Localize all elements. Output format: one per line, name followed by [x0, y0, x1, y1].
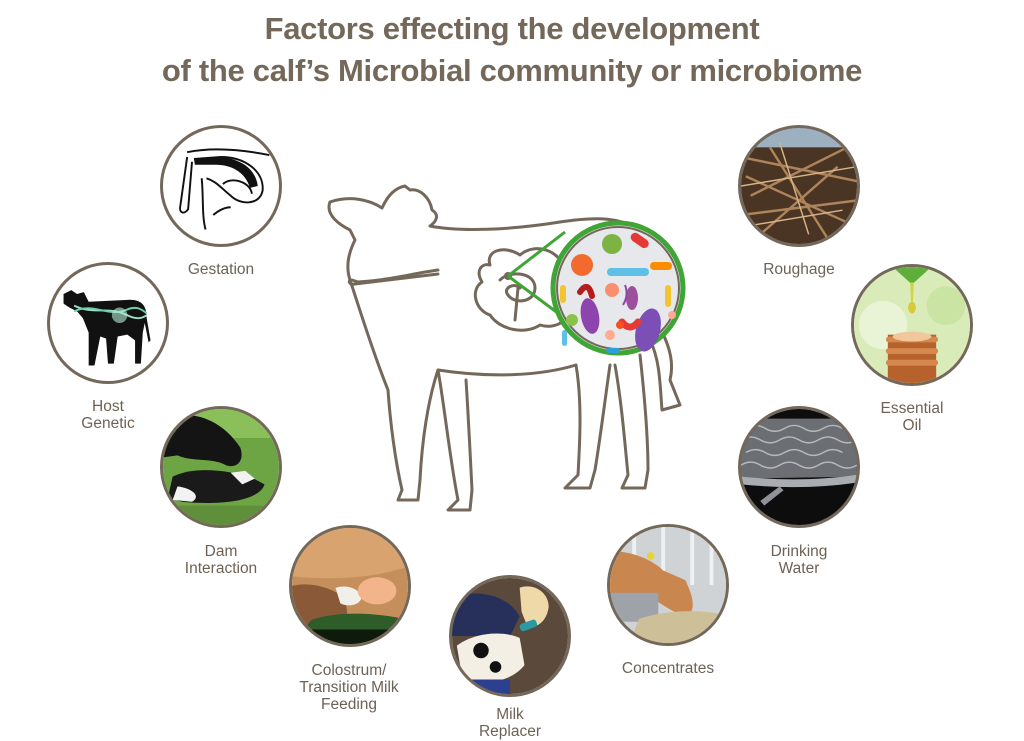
drinking-water-label: Drinking Water — [770, 543, 828, 577]
calf-eating-concentrates-photo-icon — [610, 527, 726, 643]
essential-oil-label: Essential Oil — [880, 400, 944, 434]
cow-and-calf-photo-icon — [163, 409, 279, 525]
dam-interaction-label: Dam Interaction — [184, 543, 258, 577]
milk-replacer-label: Milk Replacer — [478, 706, 542, 740]
dam-interaction-image — [160, 406, 282, 528]
roughage-image — [738, 125, 860, 247]
diagram-title: Factors effecting the development of the… — [0, 8, 1024, 92]
gestation-label: Gestation — [187, 261, 255, 278]
water-trough-photo-icon — [741, 409, 857, 525]
hay-straw-photo-icon — [741, 128, 857, 244]
gestation-uterus-icon — [179, 148, 270, 230]
calf-outline-illustration — [310, 170, 710, 520]
concentrates-label: Concentrates — [621, 660, 715, 677]
colostrum-image — [289, 525, 411, 647]
host-genetic-label: Host Genetic — [81, 398, 135, 432]
roughage-label: Roughage — [763, 261, 835, 278]
essential-oil-image — [851, 264, 973, 386]
calf-bottle-feeding-photo-icon — [452, 578, 568, 694]
essential-oil-photo-icon — [854, 267, 970, 383]
drinking-water-image — [738, 406, 860, 528]
microbiome-callout — [550, 220, 686, 356]
colostrum-label: Colostrum/ Transition Milk Feeding — [299, 662, 399, 713]
gestation-image — [160, 125, 282, 247]
calf-icon — [327, 184, 686, 512]
calf-silhouette-dna-icon — [63, 290, 151, 366]
calf-suckling-photo-icon — [292, 528, 408, 644]
title-line-2: of the calf’s Microbial community or mic… — [161, 53, 863, 88]
milk-replacer-image — [449, 575, 571, 697]
concentrates-image — [607, 524, 729, 646]
host-genetic-image — [47, 262, 169, 384]
title-line-1: Factors effecting the development — [264, 11, 760, 46]
